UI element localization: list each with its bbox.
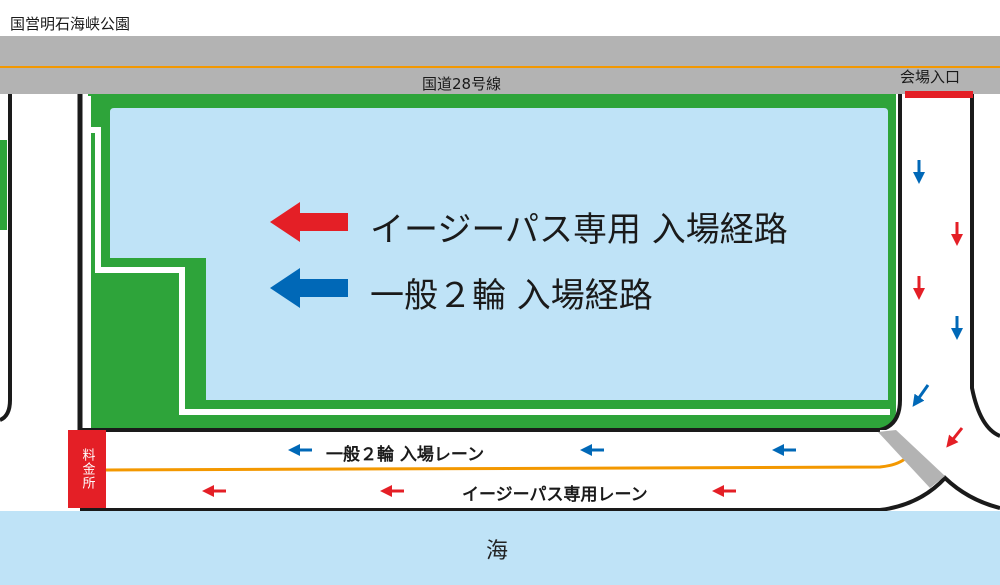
- lane-road-edge-bottom: [80, 475, 1000, 512]
- highway-road: [0, 36, 1000, 94]
- easy-pass-legend-arrow: [270, 202, 348, 242]
- merge-island: [878, 430, 945, 488]
- flow-arrow: [946, 427, 964, 448]
- flow-arrow: [912, 384, 930, 407]
- entry-road-edge-left: [879, 94, 902, 432]
- park-name: 国営明石海峡公園: [10, 15, 131, 33]
- venue-walkway: [85, 96, 890, 428]
- left-grass-strip: [0, 140, 7, 230]
- toll-booth-label: 料金所: [79, 448, 95, 490]
- entry-road-edge-right: [970, 94, 1000, 438]
- general-route-legend: 一般２輪 入場経路: [370, 276, 653, 316]
- parking-area: [110, 108, 888, 400]
- general-legend-arrow: [270, 268, 348, 308]
- entrance-marker: [905, 91, 973, 98]
- venue-entrance-label: 会場入口: [900, 68, 961, 86]
- left-side-road: [0, 94, 80, 460]
- left-road-edge-outer: [0, 94, 12, 422]
- sea: [0, 511, 1000, 585]
- toll-booth: 料金所: [68, 430, 106, 508]
- sea-label: 海: [486, 539, 509, 564]
- general-lane-label: 一般２輪 入場レーン: [326, 445, 485, 465]
- easy-pass-lane-label: イージーパス専用レーン: [462, 485, 648, 505]
- easy-pass-route-legend: イージーパス専用 入場経路: [370, 210, 788, 250]
- road-name: 国道28号線: [422, 75, 502, 93]
